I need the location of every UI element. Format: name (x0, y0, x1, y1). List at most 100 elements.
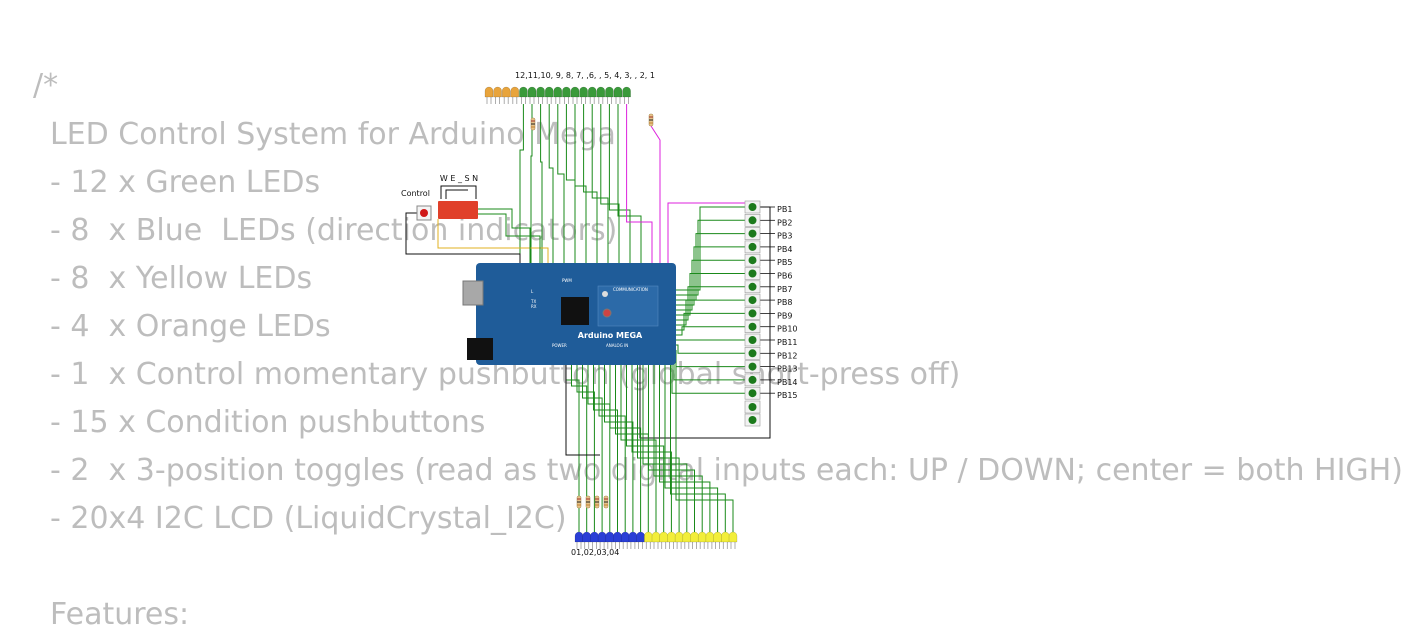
yellow-led (651, 531, 661, 549)
dip-label: W E _ S N (440, 174, 478, 183)
led-indicator-icon (602, 291, 608, 297)
resistor (603, 495, 609, 509)
yellow-led (674, 531, 684, 549)
pushbutton-label: PB14 (777, 378, 798, 387)
pushbutton-label: PB2 (777, 218, 792, 227)
bottom-led-wire (598, 365, 626, 532)
yellow-led (644, 531, 653, 549)
led-wire (617, 104, 642, 266)
pushbutton-label: PB9 (777, 311, 792, 320)
green-led (536, 86, 545, 104)
led-wire (626, 104, 653, 266)
pushbutton-6[interactable] (744, 267, 761, 280)
bottom-led-wire (675, 365, 734, 532)
blue-led (582, 531, 591, 549)
dip-wire (478, 208, 531, 266)
pushbutton-label: PB3 (777, 232, 792, 241)
bottom-led-wire (582, 365, 603, 532)
board-pwm-label: PWM (562, 278, 572, 283)
dip-switch[interactable] (438, 201, 478, 219)
pushbutton-extra[interactable] (744, 400, 761, 414)
pushbutton-9[interactable] (744, 307, 761, 320)
yellow-led (705, 531, 715, 549)
pushbutton-1[interactable] (744, 200, 761, 214)
pushbutton-label: PB1 (777, 205, 792, 214)
resistor (576, 495, 582, 509)
board-name: Arduino MEGA (578, 331, 643, 340)
green-led (596, 86, 606, 104)
pushbutton-label: PB11 (777, 338, 798, 347)
resistor (585, 495, 591, 509)
pushbutton-wire (676, 344, 745, 354)
control-button-cap-icon[interactable] (420, 209, 428, 217)
pushbutton-labels: PB1PB2PB3PB4PB5PB6PB7PB8PB9PB10PB11PB12P… (777, 205, 798, 400)
pushbutton-15[interactable] (744, 386, 761, 400)
pushbutton-label: PB6 (777, 272, 792, 281)
circuit-canvas[interactable]: Arduino MEGA PWM COMMUNICATION POWER ANA… (0, 0, 1200, 630)
yellow-led (690, 531, 699, 549)
control-wire (437, 219, 549, 266)
dip-wire (445, 189, 468, 199)
usb-port (462, 280, 484, 306)
board-inner-panel (597, 285, 659, 327)
led-wire (565, 104, 576, 266)
pushbutton-wire (676, 299, 745, 326)
pushbutton-10[interactable] (744, 320, 761, 334)
pushbutton-3[interactable] (744, 227, 761, 240)
pushbutton-11[interactable] (744, 333, 761, 347)
yellow-led (682, 531, 692, 549)
resistor (594, 495, 600, 509)
control-button[interactable] (416, 205, 432, 221)
pushbutton-wire (671, 359, 745, 394)
yellow-led (667, 531, 676, 549)
pushbutton-14[interactable] (744, 373, 761, 387)
pushbutton-7[interactable] (744, 280, 761, 294)
dip-wire (478, 213, 541, 266)
led-wire (591, 104, 609, 266)
arduino-mega-board[interactable]: Arduino MEGA PWM COMMUNICATION POWER ANA… (462, 263, 676, 365)
led-wire (548, 104, 554, 266)
reset-button-icon[interactable] (602, 308, 612, 318)
bottom-led-wire (664, 365, 719, 532)
blue-led (597, 531, 607, 549)
bottom-led-wire (648, 365, 695, 532)
components (441, 86, 761, 549)
microcontroller-chip (561, 297, 589, 325)
pushbutton-label: PB4 (777, 245, 792, 254)
pushbutton-label: PB12 (777, 351, 798, 360)
wires (405, 104, 775, 532)
pushbutton-13[interactable] (744, 360, 761, 373)
green-led (519, 86, 528, 104)
pushbutton-extra[interactable] (744, 413, 761, 427)
yellow-led (659, 531, 668, 549)
pushbutton-12[interactable] (744, 346, 761, 360)
dip-switch-body[interactable] (438, 201, 478, 219)
led-wire (540, 104, 543, 266)
blue-led (613, 531, 622, 549)
green-led (544, 86, 554, 104)
board-power-label: POWER (552, 343, 567, 348)
pushbutton-2[interactable] (744, 214, 761, 227)
bottom-led-wire (659, 365, 711, 532)
bottom-led-wire (593, 365, 618, 532)
green-led (613, 86, 623, 104)
pushbutton-label: PB10 (777, 325, 798, 334)
green-led (527, 86, 537, 104)
green-led (622, 86, 631, 104)
pushbutton-5[interactable] (744, 253, 761, 267)
control-wire (405, 212, 521, 266)
led-wire (519, 104, 524, 266)
led-wire (608, 104, 631, 266)
pushbutton-8[interactable] (744, 293, 761, 307)
pushbutton-wire (676, 246, 745, 306)
pushbutton-label: PB7 (777, 285, 792, 294)
pushbutton-wire (673, 354, 745, 381)
pushbutton-wire (675, 350, 745, 368)
yellow-led (721, 531, 730, 549)
pushbutton-4[interactable] (744, 240, 761, 254)
board-comm-label: COMMUNICATION (613, 287, 648, 292)
pushbutton-wire (676, 273, 745, 316)
blue-led (590, 531, 599, 549)
led-wire (583, 104, 598, 266)
resistor (530, 117, 536, 131)
